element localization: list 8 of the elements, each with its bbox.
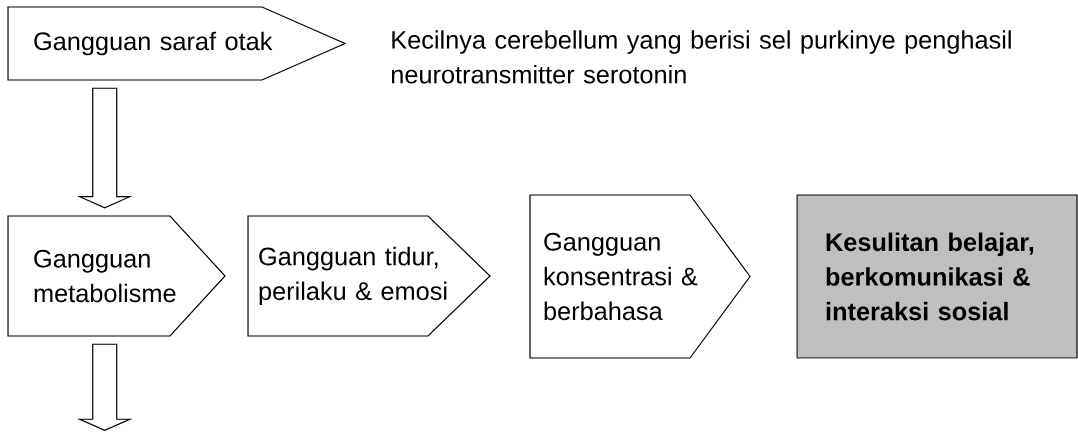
outcome-box: Kesulitan belajar, berkomunikasi & interaksi sosial: [796, 194, 1078, 359]
block-arrow: [76, 87, 133, 209]
block-arrow: [76, 343, 133, 431]
pentagon-arrow-box: Gangguan metabolisme: [7, 215, 226, 337]
pentagon-arrow-box: Gangguan konsentrasi & berbahasa: [529, 194, 751, 359]
pentagon-arrow-box: Gangguan saraf otak: [7, 6, 347, 81]
pentagon-arrow-box: Gangguan tidur, perilaku & emosi: [247, 215, 491, 337]
description-text: Kecilnya cerebellum yang berisi sel purkinye penghasil neurotransmitter serotonin: [391, 30, 1011, 84]
